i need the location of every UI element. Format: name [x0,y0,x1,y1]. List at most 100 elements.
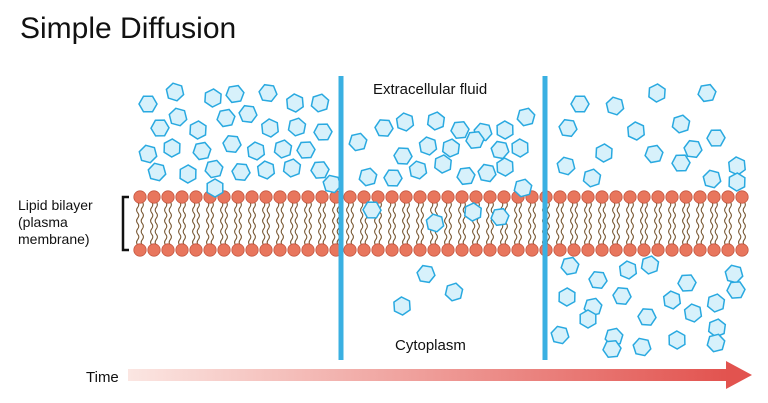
phospholipid-icon [707,190,721,257]
hexagon-icon [683,139,703,159]
hexagon-icon [408,160,428,180]
phospholipid-icon [735,190,749,257]
hexagon-icon [558,118,578,138]
time-arrow-shaft [128,369,728,381]
phospholipid-icon [357,190,371,257]
phospholipid-icon [427,190,441,257]
cytoplasm-label: Cytoplasm [395,337,466,354]
hexagon-icon [728,172,746,192]
phospholipid-icon [469,190,483,257]
hexagon-icon [310,93,330,113]
phospholipid-icon [273,190,287,257]
arrow-right-icon [726,361,752,389]
hexagon-icon [697,83,717,103]
hexagon-icon [477,163,497,183]
lipid-bilayer-label-line3: membrane) [18,231,90,247]
hexagon-icon [464,202,482,222]
hexagon-icon [383,169,403,187]
phospholipid-icon [203,190,217,257]
hexagon-icon [165,82,185,102]
phospholipid-icon [413,190,427,257]
phospholipid-icon [399,190,413,257]
hexagon-icon [516,107,536,127]
phospholipid-icon [679,190,693,257]
hexagon-icon [358,167,378,187]
hexagon-icon [222,135,242,153]
hexagon-icon [662,290,682,310]
hexagon-icon [238,104,258,124]
solute-molecules [138,82,746,358]
hexagon-icon [192,141,212,161]
hexagon-icon [168,107,188,127]
hexagon-icon [612,287,632,305]
hexagon-icon [560,256,580,276]
hexagon-icon [456,166,476,186]
hexagon-icon [706,293,726,313]
hexagon-icon [286,93,304,113]
bracket-icon [121,195,129,252]
phospholipid-icon [525,190,539,257]
hexagon-icon [282,158,302,178]
hexagon-icon [640,255,660,275]
phospholipid-icon [133,190,147,257]
hexagon-icon [550,325,570,345]
hexagon-icon [588,271,608,289]
phospholipid-icon [441,190,455,257]
phospholipid-icon [651,190,665,257]
hexagon-icon [637,308,657,326]
phospholipid-icon [217,190,231,257]
phospholipid-icon [721,190,735,257]
hexagon-icon [558,287,576,307]
hexagon-icon [138,144,158,164]
hexagon-icon [582,168,602,188]
hexagon-icon [726,281,746,299]
hexagon-icon [418,136,438,156]
hexagon-icon [225,84,245,104]
hexagon-icon [595,143,613,163]
hexagon-icon [441,138,461,158]
hexagon-icon [465,131,485,149]
hexagon-icon [362,201,382,219]
phospholipid-icon [189,190,203,257]
hexagon-icon [310,161,330,179]
phospholipid-icon [301,190,315,257]
hexagon-icon [216,108,236,128]
hexagon-icon [724,264,744,284]
hexagon-icon [231,163,251,181]
hexagon-icon [416,264,436,284]
hexagon-icon [273,139,293,159]
hexagon-icon [728,156,746,176]
hexagon-icon [434,154,452,174]
phospholipid-icon [259,190,273,257]
phospholipid-icon [483,190,497,257]
phospholipid-icon [371,190,385,257]
hexagon-icon [206,178,224,198]
phospholipid-icon [245,190,259,257]
hexagon-icon [605,96,625,116]
hexagon-icon [490,207,510,227]
hexagon-icon [490,140,510,160]
hexagon-icon [644,144,664,164]
phospholipid-icon [497,190,511,257]
hexagon-icon [296,141,316,159]
hexagon-icon [246,141,266,161]
hexagon-icon [322,174,342,194]
hexagon-icon [579,309,597,329]
phospholipid-icon [623,190,637,257]
hexagon-icon [632,337,652,357]
hexagon-icon [150,119,170,137]
hexagon-icon [570,95,590,113]
phospholipid-icon [553,190,567,257]
hexagon-icon [147,162,167,182]
hexagon-icon [496,120,514,140]
hexagon-icon [138,95,158,113]
hexagon-icon [261,118,279,138]
hexagon-icon [450,121,470,139]
hexagon-icon [258,83,278,103]
phospholipid-icon [665,190,679,257]
hexagon-icon [313,123,333,141]
hexagon-icon [511,138,529,158]
phospholipid-icon [385,190,399,257]
phospholipid-icon [147,190,161,257]
